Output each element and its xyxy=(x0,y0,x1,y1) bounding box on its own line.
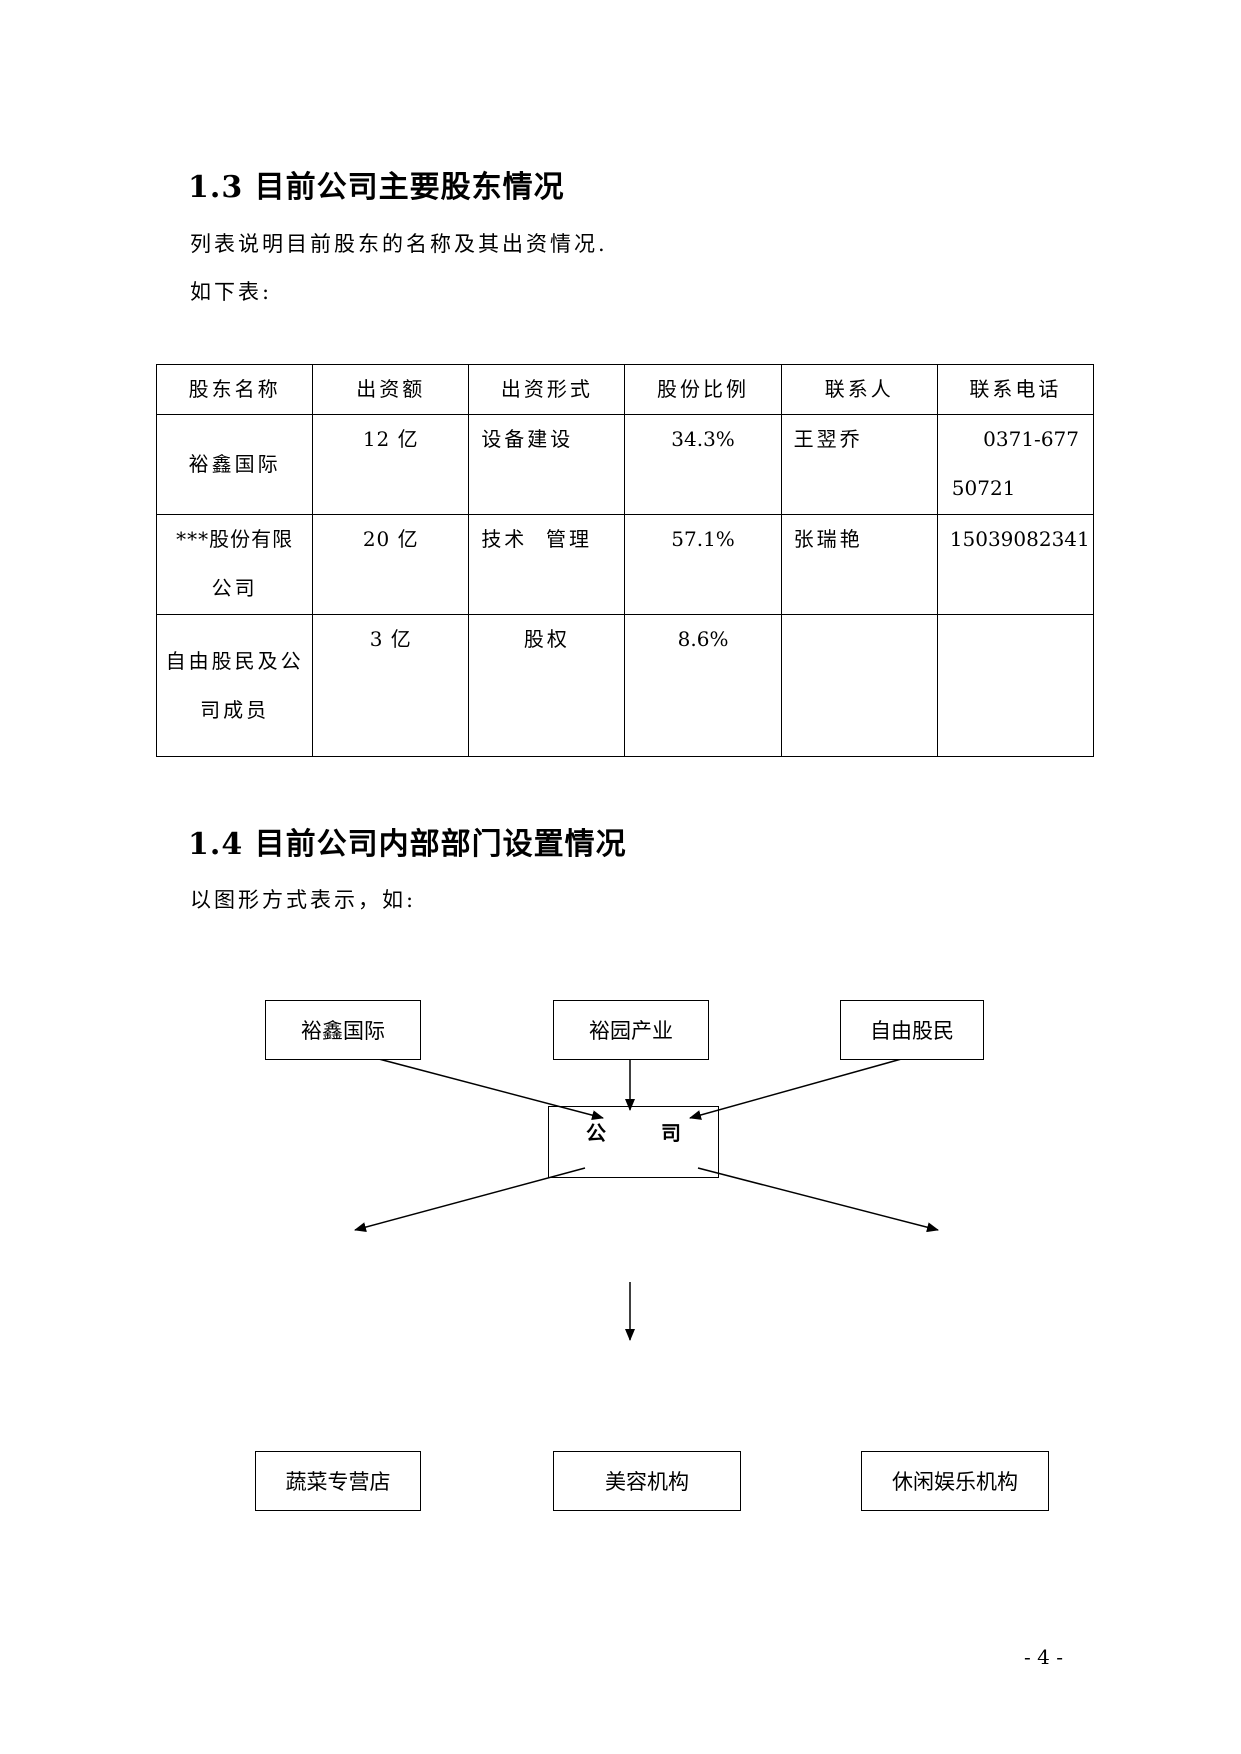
table-cell-amount: 3 亿 xyxy=(312,614,470,757)
arrow-company-to-dept1 xyxy=(354,1167,586,1232)
section-1-3-heading: 1.3 目前公司主要股东情况 xyxy=(188,170,565,205)
table-header-cell: 出资额 xyxy=(312,364,470,415)
shareholder-name-line-1: 自由股民及公 xyxy=(165,648,304,673)
phone-line-2: 50721 xyxy=(951,476,1016,500)
shareholder-box-3-label: 自由股民 xyxy=(870,1019,954,1043)
shareholder-box-1-label: 裕鑫国际 xyxy=(301,1019,385,1043)
table-row: ***股份有限 公司 20 亿 技术 管理 57.1% 张瑞艳 15039082… xyxy=(155,514,1095,615)
table-cell-contact xyxy=(780,614,938,757)
department-box-2: 美容机构 xyxy=(553,1451,741,1511)
table-cell-phone xyxy=(936,614,1095,757)
arrow-company-to-dept3 xyxy=(697,1167,939,1233)
table-cell-form: 技术 管理 xyxy=(468,514,626,615)
section-1-3-intro: 列表说明目前股东的名称及其出资情况. xyxy=(190,232,608,256)
shareholder-name-line-1: ***股份有限 xyxy=(176,527,294,551)
table-cell-name: 裕鑫国际 xyxy=(155,414,314,515)
shareholder-name-line-2: 司成员 xyxy=(200,697,270,722)
arrow-shareholder3-to-company xyxy=(689,1057,906,1120)
company-box: 公 司 xyxy=(548,1106,719,1178)
table-cell-name: ***股份有限 公司 xyxy=(155,514,314,615)
shareholder-box-3: 自由股民 xyxy=(840,1000,984,1060)
department-box-2-label: 美容机构 xyxy=(605,1470,689,1494)
section-1-4-intro: 以图形方式表示，如: xyxy=(190,888,417,912)
department-box-1: 蔬菜专营店 xyxy=(255,1451,421,1511)
shareholder-box-2-label: 裕园产业 xyxy=(589,1019,673,1043)
table-row: 裕鑫国际 12 亿 设备建设 34.3% 王翌乔 0371-677 50721 xyxy=(155,414,1095,515)
table-cell-form: 股权 xyxy=(468,614,626,757)
page-number: - 4 - xyxy=(1024,1645,1063,1669)
table-cell-phone: 0371-677 50721 xyxy=(936,414,1095,515)
shareholder-box-2: 裕园产业 xyxy=(553,1000,709,1060)
table-cell-ratio: 34.3% xyxy=(624,414,782,515)
company-label-char-1: 公 xyxy=(586,1121,606,1145)
table-header-cell: 联系电话 xyxy=(936,364,1095,415)
company-label-char-2: 司 xyxy=(661,1121,681,1145)
table-cell-form: 设备建设 xyxy=(468,414,626,515)
shareholder-name-line-2: 公司 xyxy=(211,576,258,600)
phone-line-1: 0371-677 xyxy=(983,427,1079,451)
table-cell-contact: 王翌乔 xyxy=(780,414,938,515)
arrow-shareholder1-to-company xyxy=(374,1057,604,1121)
table-cell-contact: 张瑞艳 xyxy=(780,514,938,615)
department-box-3: 休闲娱乐机构 xyxy=(861,1451,1049,1511)
table-row: 自由股民及公 司成员 3 亿 股权 8.6% xyxy=(155,614,1095,757)
department-box-3-label: 休闲娱乐机构 xyxy=(892,1470,1018,1494)
table-cell-amount: 20 亿 xyxy=(312,514,470,615)
table-header-row: 股东名称 出资额 出资形式 股份比例 联系人 联系电话 xyxy=(155,364,1095,415)
shareholder-name: 裕鑫国际 xyxy=(188,452,281,476)
table-header-cell: 股份比例 xyxy=(624,364,782,415)
section-1-4-heading: 1.4 目前公司内部部门设置情况 xyxy=(188,827,627,862)
table-header-cell: 股东名称 xyxy=(155,364,314,415)
shareholders-table: 股东名称 出资额 出资形式 股份比例 联系人 联系电话 裕鑫国际 12 亿 设备… xyxy=(155,364,1095,757)
department-box-1-label: 蔬菜专营店 xyxy=(285,1470,391,1494)
section-1-3-table-lead: 如下表: xyxy=(190,280,273,304)
shareholder-box-1: 裕鑫国际 xyxy=(265,1000,421,1060)
table-cell-ratio: 57.1% xyxy=(624,514,782,615)
table-cell-name: 自由股民及公 司成员 xyxy=(155,614,314,757)
